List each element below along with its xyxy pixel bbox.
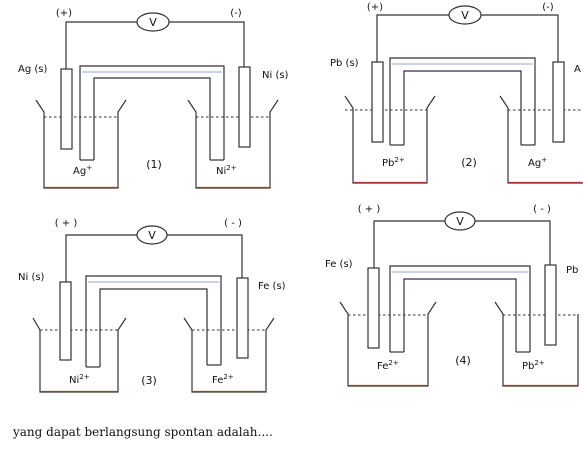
- cell-2-voltmeter-symbol: V: [461, 9, 469, 22]
- cell-1-left-electrode-label: Ag (s): [18, 64, 47, 75]
- cell-1-right-electrode: [238, 66, 251, 148]
- cell-1-number: (1): [146, 158, 162, 171]
- cell-3-right-electrode: [236, 277, 249, 359]
- cell-3-left-ion: Ni2+: [69, 373, 90, 386]
- cell-4: V ( + ) ( - ) Fe (s) Pb Fe2+ Pb2+ (4): [325, 204, 579, 387]
- cell-1-right-wire: [169, 21, 245, 67]
- cell-1-right-electrode-label: Ni (s): [262, 70, 289, 81]
- cell-4-left-sign: ( + ): [358, 204, 381, 215]
- cell-3-salt-bridge: [85, 275, 222, 367]
- cell-3-number: (3): [141, 374, 157, 387]
- question-text: yang dapat berlangsung spontan adalah...…: [13, 425, 273, 439]
- cell-4-left-ion: Fe2+: [377, 359, 399, 372]
- cell-2-right-electrode: [552, 61, 565, 143]
- cell-1-voltmeter: [136, 12, 170, 32]
- cell-3-right-ion: Fe2+: [212, 373, 234, 386]
- cell-1: V (+) (-) Ag (s) Ni (s) Ag+ Ni2+ (1): [18, 8, 289, 189]
- cell-4-voltmeter: [444, 211, 476, 231]
- cell-1-right-ion: Ni2+: [216, 164, 237, 177]
- cell-2-right-electrode-label: A: [574, 64, 581, 75]
- cell-4-salt-bridge: [389, 265, 531, 352]
- cell-1-left-ion: Ag+: [73, 164, 92, 177]
- cell-3-right-wire: [167, 234, 243, 278]
- cell-2-number: (2): [461, 156, 477, 169]
- cell-2-voltmeter: [448, 5, 482, 25]
- cell-4-left-electrode: [367, 267, 380, 349]
- cell-1-right-beaker: [187, 99, 279, 189]
- cell-3-right-electrode-label: Fe (s): [258, 281, 286, 292]
- cell-3-voltmeter: [136, 225, 168, 245]
- cell-1-voltmeter-symbol: V: [149, 16, 157, 29]
- cell-2-right-ion: Ag+: [528, 156, 547, 169]
- cell-3-voltmeter-symbol: V: [148, 229, 156, 242]
- cell-4-number: (4): [455, 354, 471, 367]
- cell-4-left-wire: [373, 220, 445, 268]
- cell-2-right-beaker: [499, 95, 583, 184]
- cell-2-left-wire: [376, 14, 449, 62]
- cell-2-left-electrode: [371, 61, 384, 143]
- cell-1-right-sign: (-): [230, 8, 242, 19]
- cell-2-left-electrode-label: Pb (s): [330, 58, 359, 69]
- cell-3-left-sign: ( + ): [55, 218, 78, 229]
- cell-3-left-wire: [65, 234, 137, 282]
- cell-4-right-electrode: [544, 264, 557, 346]
- cell-2: V (+) (-) Pb (s) A Pb2+ Ag+ (2): [330, 2, 583, 184]
- cell-2-salt-bridge: [389, 57, 536, 145]
- cell-4-left-electrode-label: Fe (s): [325, 259, 353, 270]
- cell-2-left-sign: (+): [367, 2, 383, 13]
- cell-4-right-wire: [475, 220, 551, 265]
- cell-3-left-electrode: [59, 281, 72, 361]
- cell-1-salt-bridge: [79, 65, 225, 160]
- cell-3-left-electrode-label: Ni (s): [18, 272, 45, 283]
- cell-4-right-ion: Pb2+: [522, 359, 545, 372]
- cell-2-left-ion: Pb2+: [382, 156, 405, 169]
- cell-4-voltmeter-symbol: V: [456, 215, 464, 228]
- cell-4-right-sign: ( - ): [533, 204, 551, 215]
- cell-4-right-beaker: [494, 301, 579, 387]
- cell-3: V ( + ) ( - ) Ni (s) Fe (s) Ni2+ Fe2+ (3…: [18, 218, 286, 393]
- cell-3-right-sign: ( - ): [224, 218, 242, 229]
- cell-1-left-wire: [65, 21, 137, 69]
- cell-2-right-wire: [481, 14, 559, 62]
- cell-1-left-sign: (+): [56, 8, 72, 19]
- cell-2-right-sign: (-): [542, 2, 554, 13]
- cell-4-right-electrode-label: Pb: [566, 265, 578, 276]
- cell-1-left-electrode: [60, 68, 73, 150]
